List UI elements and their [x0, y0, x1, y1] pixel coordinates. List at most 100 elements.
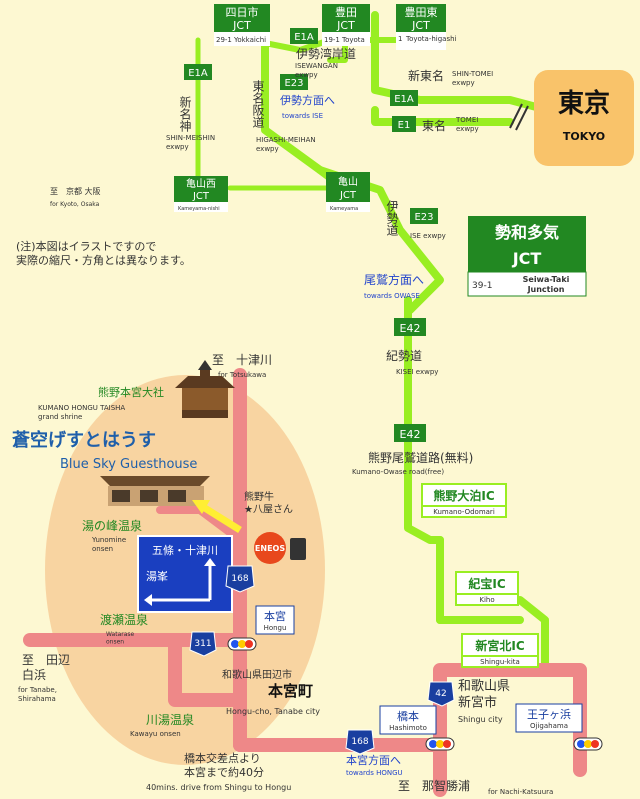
- tomei-label-jp: 東名: [422, 118, 446, 133]
- shinmeishin-label-jp: 新名神: [178, 95, 192, 132]
- hashimoto-sign-jp: 橋本: [397, 709, 419, 723]
- disclaimer-note: (注)本図はイラストですので実際の縮尺・方角とは異なります。: [16, 239, 191, 267]
- meihan-label-jp: 東名阪道: [251, 80, 265, 128]
- shield-e1-label: E1: [398, 120, 411, 131]
- shield-e23-top-label: E23: [284, 78, 303, 89]
- jct-seiwa-jp2: JCT: [512, 249, 542, 268]
- jct-seiwa-code: 39-1: [472, 281, 492, 291]
- watarase-label-jp: 渡瀬温泉: [100, 612, 148, 627]
- bottom-note-2: 本宮まで約40分: [184, 765, 264, 779]
- kawayu-label-jp: 川湯温泉: [146, 713, 194, 727]
- shield-e42-upper-label: E42: [400, 322, 421, 335]
- jct-yokkaichi-name: 四日市: [226, 5, 259, 19]
- ojigahama-sign-en: Ojigahama: [530, 722, 568, 730]
- ic-odomari-en: Kumano-Odomari: [433, 508, 495, 516]
- route-168-bottom-label: 168: [351, 737, 368, 747]
- shield-e1a-left: E1A: [184, 64, 212, 80]
- shield-e42-lower: E42: [394, 424, 426, 442]
- jct-toyota-higashi-sub: JCT: [411, 19, 430, 32]
- shield-e1a-left-label: E1A: [188, 68, 208, 79]
- ic-odomari-jp: 熊野大泊IC: [433, 488, 494, 503]
- shield-e1: E1: [392, 116, 416, 132]
- ic-kiho-en: Kiho: [479, 596, 494, 604]
- jct-kameyamanishi-en: Kameyama-nishi: [178, 206, 220, 212]
- jct-kameyamanishi-name: 亀山西: [186, 177, 216, 190]
- sign-blue-left: 湯峯: [146, 570, 168, 583]
- traffic-light-hashimoto-icon: [425, 737, 455, 751]
- tomei-road: [371, 106, 514, 126]
- kawayu-road: [168, 633, 247, 707]
- jct-yokkaichi[interactable]: 四日市 JCT 29-1 Yokkaichi: [214, 4, 270, 46]
- route-168-top-label: 168: [231, 574, 248, 584]
- guesthouse-icon: [100, 476, 210, 506]
- kiho-link: [516, 596, 549, 669]
- route-42-label: 42: [435, 689, 446, 699]
- ojigahama-sign: 王子ヶ浜 Ojigahama: [515, 703, 583, 733]
- jct-toyota-higashi[interactable]: 豊田東 JCT 1 Toyota-higashi: [396, 4, 457, 50]
- hongu-town-big: 本宮町: [268, 682, 313, 700]
- hongu-direction-en: towards HONGU: [346, 769, 403, 777]
- route-311-label: 311: [194, 639, 211, 649]
- ic-kiho-jp: 紀宝IC: [468, 576, 505, 591]
- jct-toyota[interactable]: 豊田 JCT 19-1 Toyota: [322, 4, 370, 46]
- totsukawa-direction-en: for Totsukawa: [218, 371, 266, 379]
- shingu-label-jp: 和歌山県新宮市: [458, 679, 510, 710]
- tanabe-direction-jp: 至 田辺白浜: [22, 653, 70, 682]
- ise-direction-en: towards ISE: [282, 112, 323, 120]
- ojigahama-sign-jp: 王子ヶ浜: [527, 708, 571, 721]
- shield-e1a-top-label: E1A: [294, 32, 314, 43]
- sign-blue-top: 五條・十津川: [152, 543, 218, 557]
- bottom-note-1: 橋本交差点より: [184, 751, 261, 765]
- hongu-town-small: 和歌山県田辺市: [222, 668, 292, 681]
- ise-direction-jp: 伊勢方面へ: [280, 93, 335, 107]
- jct-yokkaichi-en: Yokkaichi: [233, 36, 266, 44]
- hongu-sign-jp: 本宮: [264, 609, 286, 623]
- yunomine-label-jp: 湯の峰温泉: [82, 519, 142, 533]
- shield-e23-top: E23: [280, 74, 308, 90]
- guesthouse-label-en: Blue Sky Guesthouse: [60, 457, 197, 472]
- shield-e1a-right: E1A: [390, 90, 418, 106]
- isewangan-label-jp: 伊勢湾岸道: [296, 46, 356, 61]
- hashimoto-sign-en: Hashimoto: [389, 724, 427, 732]
- kumano-owase-label-en: Kumano-Owase road(free): [352, 468, 444, 476]
- jct-yokkaichi-code: 29-1: [216, 36, 232, 44]
- ic-shingu-kita-en: Shingu-kita: [480, 658, 520, 666]
- kawayu-label-en: Kawayu onsen: [130, 730, 181, 738]
- shintomei-label-jp: 新東名: [408, 68, 444, 83]
- route-168-shield-top: 168: [225, 565, 255, 593]
- break-mark: [509, 103, 529, 131]
- tokyo-en: TOKYO: [563, 130, 605, 143]
- jct-seiwa-taki[interactable]: 勢和多気 JCT 39-1 Seiwa-Taki Junction: [467, 216, 587, 297]
- ic-kumano-odomari[interactable]: 熊野大泊IC Kumano-Odomari: [421, 483, 507, 518]
- hongu-direction-jp: 本宮方面へ: [346, 753, 401, 767]
- direction-sign-blue: 五條・十津川 湯峯: [137, 535, 233, 613]
- ic-kiho[interactable]: 紀宝IC Kiho: [455, 571, 519, 606]
- ise-label-jp: 伊勢道: [385, 200, 399, 236]
- nachi-direction-jp: 至 那智勝浦: [398, 778, 470, 793]
- jct-kameyama-en: Kameyama: [330, 206, 358, 212]
- kyoto-direction-en: for Kyoto, Osaka: [50, 201, 100, 208]
- jct-kameyama-sub: JCT: [339, 190, 357, 201]
- owase-direction-en: towards OWASE: [364, 292, 420, 300]
- guesthouse-arrow-icon: [192, 500, 242, 533]
- totsukawa-direction-jp: 至 十津川: [212, 353, 272, 367]
- shield-e42-upper: E42: [394, 318, 426, 336]
- jct-kameyamanishi[interactable]: 亀山西 JCT Kameyama-nishi: [174, 176, 228, 212]
- tokyo-badge[interactable]: 東京 TOKYO: [534, 70, 634, 166]
- jct-kameyama[interactable]: 亀山 JCT Kameyama: [326, 172, 370, 212]
- ic-shingu-kita[interactable]: 新宮北IC Shingu-kita: [461, 633, 539, 668]
- hongu-town-en: Hongu-cho, Tanabe city: [226, 707, 320, 716]
- jct-kameyamanishi-sub: JCT: [192, 191, 210, 202]
- jct-toyota-higashi-en: Toyota-higashi: [405, 35, 457, 43]
- hongu-sign-en: Hongu: [264, 624, 287, 632]
- jct-yokkaichi-sub: JCT: [232, 19, 251, 32]
- kisei-label-jp: 紀勢道: [386, 348, 422, 363]
- ise-label-en: ISE exwpy: [410, 232, 446, 240]
- gas-station-icon: ENEOS: [254, 532, 306, 564]
